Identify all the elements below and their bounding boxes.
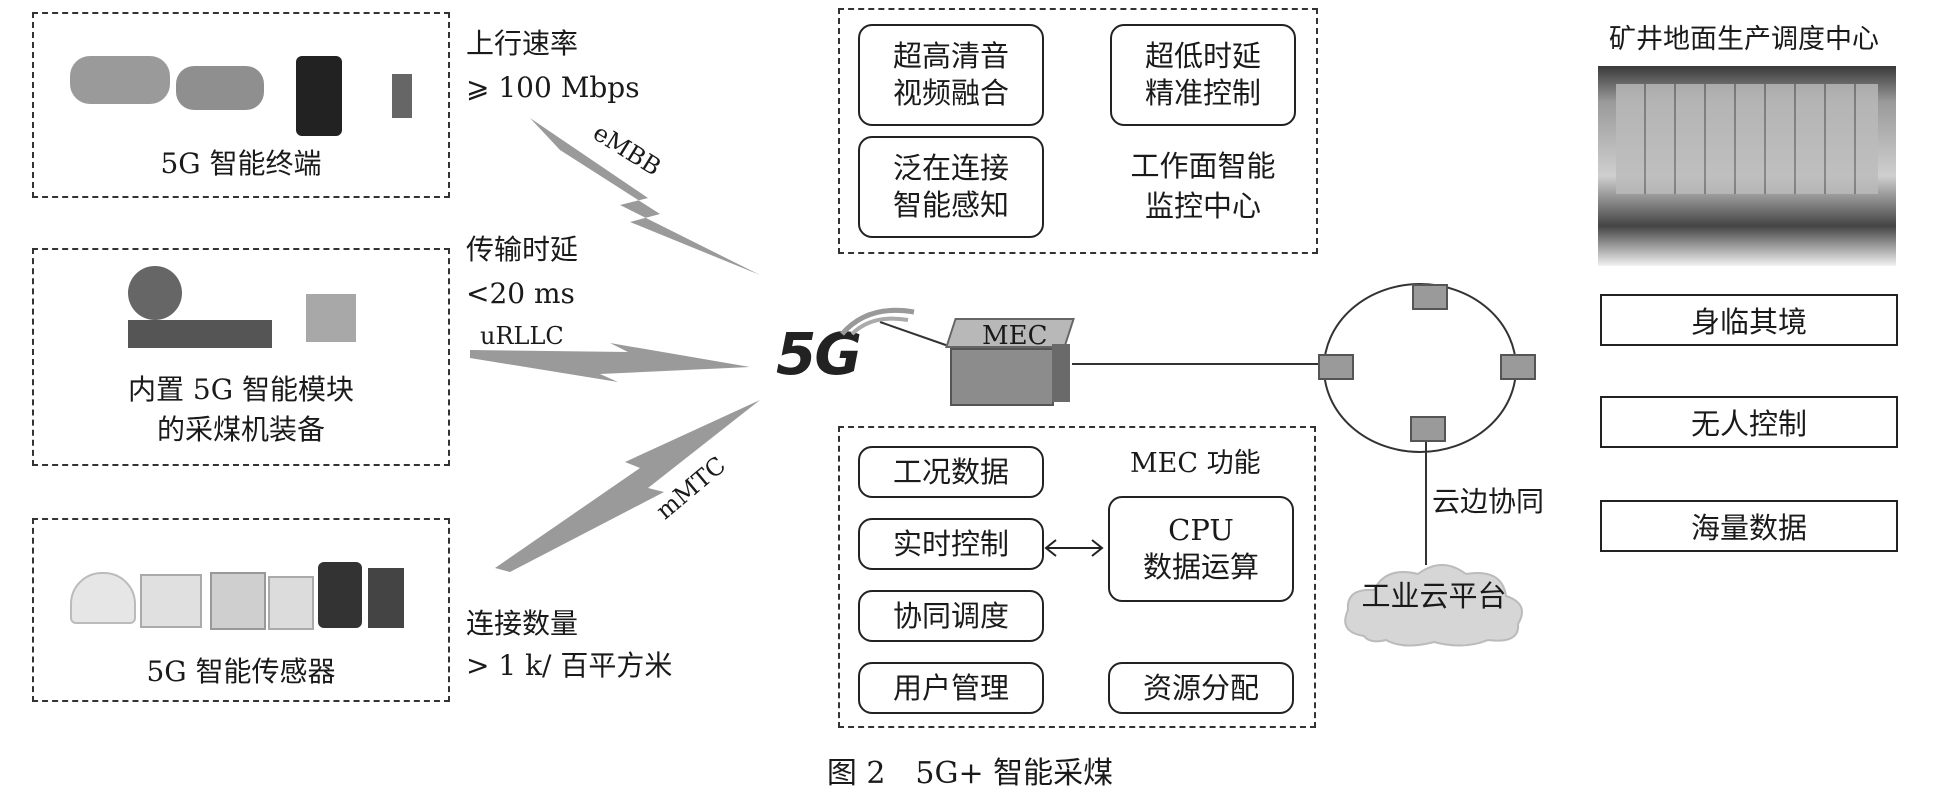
workface-item-control: 超低时延精准控制: [1110, 24, 1296, 126]
feature-unmanned-control: 无人控制: [1600, 396, 1898, 448]
delay-title: 传输时延: [466, 233, 579, 266]
shearer-drum-icon: [128, 266, 182, 320]
sensor-icon: [318, 562, 362, 628]
rate-value: ⩾ 100 Mbps: [466, 71, 640, 104]
terminals-label: 5G 智能终端: [160, 147, 322, 180]
shearer-body-icon: [128, 320, 272, 348]
shearer-label-line2: 的采煤机装备: [156, 413, 325, 446]
antenna-icon: [392, 74, 412, 118]
mec-functions-title: MEC 功能: [1130, 448, 1261, 479]
module-icon: [306, 294, 356, 342]
camera-icon: [70, 56, 170, 104]
urllc-label: uRLLC: [480, 322, 564, 350]
figure-caption: 图 2 5G+ 智能采煤: [826, 756, 1114, 791]
mec-functions-box: [838, 426, 1316, 728]
mmtc-lightning-icon: [495, 400, 760, 572]
delay-value: <20 ms: [466, 277, 575, 310]
switch-icon: [1412, 284, 1448, 310]
workface-item-line2: 视频融合: [892, 76, 1009, 110]
terminals-box: [32, 12, 450, 198]
workface-item-line1: 超高清音: [892, 39, 1009, 73]
dispatch-title: 矿井地面生产调度中心: [1609, 24, 1879, 55]
sensors-box: [32, 518, 450, 702]
cloud-icon: [1344, 564, 1523, 647]
mec-item-condition-data: 工况数据: [858, 446, 1044, 498]
sensor-icon: [368, 568, 404, 628]
count-value: > 1 k/ 百平方米: [466, 649, 673, 682]
workface-center-line2: 监控中心: [1144, 189, 1261, 223]
workface-item-line1: 超低时延: [1144, 39, 1261, 73]
count-title: 连接数量: [466, 607, 579, 640]
embb-lightning-icon: [530, 118, 760, 275]
workface-item-line1: 泛在连接: [892, 151, 1009, 185]
switch-icon: [1318, 354, 1354, 380]
cpu-computation-label: 数据运算: [1142, 550, 1259, 584]
dispatch-photo: [1598, 66, 1896, 266]
workface-item-line2: 精准控制: [1144, 76, 1261, 110]
cpu-label: CPU: [1168, 513, 1234, 547]
sensor-icon: [210, 572, 266, 630]
sensor-icon: [140, 574, 202, 628]
cloud-platform-label: 工业云平台: [1361, 579, 1507, 613]
shearer-box: [32, 248, 450, 466]
feature-massive-data: 海量数据: [1600, 500, 1898, 552]
switch-icon: [1500, 354, 1536, 380]
shearer-label-line1: 内置 5G 智能模块: [128, 373, 354, 406]
sensors-label: 5G 智能传感器: [146, 655, 336, 688]
mec-item-resource: 资源分配: [1108, 662, 1294, 714]
mec-server-icon: [945, 318, 1075, 410]
camera-icon: [176, 66, 264, 110]
workface-item-line2: 智能感知: [892, 188, 1009, 222]
workface-item-sensing: 泛在连接智能感知: [858, 136, 1044, 238]
switch-icon: [1410, 416, 1446, 442]
workface-item-video: 超高清音视频融合: [858, 24, 1044, 126]
workface-center-line1: 工作面智能: [1130, 149, 1276, 183]
workface-box: [838, 8, 1318, 254]
rate-title: 上行速率: [466, 27, 579, 60]
helmet-icon: [70, 572, 136, 624]
feature-immersive: 身临其境: [1600, 294, 1898, 346]
signal-waves-icon: [840, 307, 915, 336]
cloud-sync-label: 云边协同: [1432, 485, 1545, 518]
urllc-lightning-icon: [470, 343, 750, 382]
mec-item-coordination: 协同调度: [858, 590, 1044, 642]
phone-icon: [296, 56, 342, 136]
sensor-icon: [268, 576, 314, 630]
mec-item-user-management: 用户管理: [858, 662, 1044, 714]
mec-label: MEC: [982, 321, 1048, 351]
mec-item-realtime-control: 实时控制: [858, 518, 1044, 570]
